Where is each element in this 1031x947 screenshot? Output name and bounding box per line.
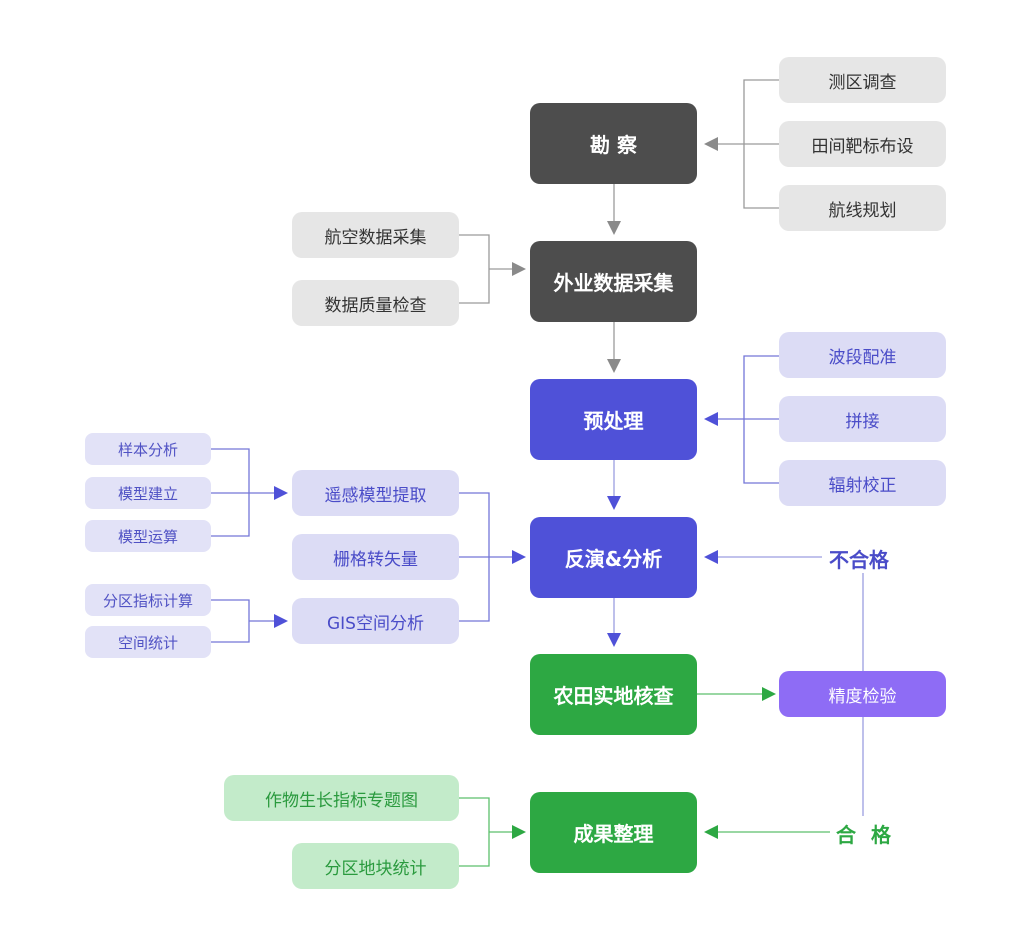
preprocessing-input-mosaic[interactable]: 拼接 [779,396,946,442]
arrow-into-inversion-top [607,496,621,510]
arrow-into-model-extraction [274,486,288,500]
arrow-into-preprocessing [704,412,718,426]
pass-label: 合 格 [836,823,895,847]
preprocessing-input-band-registration[interactable]: 波段配准 [779,332,946,378]
arrow-into-inversion-left [512,550,526,564]
arrow-into-collection-top [607,221,621,235]
collection-input-bracket [459,234,514,304]
survey-input-route-planning[interactable]: 航线规划 [779,185,946,231]
step-inversion-analysis[interactable]: 反演&分析 [530,517,697,598]
results-input-bracket [459,797,514,867]
arrow-into-fieldcheck-top [607,633,621,647]
survey-input-bracket [716,79,779,209]
preprocessing-input-radiometric-correction[interactable]: 辐射校正 [779,460,946,506]
model-input-model-computation[interactable]: 模型运算 [85,520,211,552]
collection-input-quality-check[interactable]: 数据质量检查 [292,280,459,326]
inversion-input-raster-to-vector[interactable]: 栅格转矢量 [292,534,459,580]
preprocessing-input-bracket [716,355,779,484]
inversion-input-model-extraction[interactable]: 遥感模型提取 [292,470,459,516]
arrow-into-results-left [512,825,526,839]
inversion-input-gis-analysis[interactable]: GIS空间分析 [292,598,459,644]
step-field-data-collection[interactable]: 外业数据采集 [530,241,697,322]
arrow-fail-into-inversion [704,550,718,564]
arrow-pass-into-results [704,825,718,839]
fail-label: 不合格 [829,548,889,572]
arrow-into-preprocessing-top [607,359,621,373]
inversion-input-bracket [459,492,514,622]
step-preprocessing[interactable]: 预处理 [530,379,697,460]
model-input-bracket [211,448,274,537]
survey-input-area-survey[interactable]: 测区调查 [779,57,946,103]
model-input-sample-analysis[interactable]: 样本分析 [85,433,211,465]
results-input-thematic-map[interactable]: 作物生长指标专题图 [224,775,459,821]
arrow-into-accuracy [762,687,776,701]
collection-input-aerial[interactable]: 航空数据采集 [292,212,459,258]
arrow-into-collection-left [512,262,526,276]
gis-input-spatial-statistics[interactable]: 空间统计 [85,626,211,658]
step-field-verification[interactable]: 农田实地核查 [530,654,697,735]
accuracy-check[interactable]: 精度检验 [779,671,946,717]
step-results[interactable]: 成果整理 [530,792,697,873]
results-input-plot-statistics[interactable]: 分区地块统计 [292,843,459,889]
arrow-into-gis-analysis [274,614,288,628]
gis-input-zone-index-calc[interactable]: 分区指标计算 [85,584,211,616]
arrow-into-survey [704,137,718,151]
survey-input-target-layout[interactable]: 田间靶标布设 [779,121,946,167]
gis-input-bracket [211,599,274,643]
model-input-model-building[interactable]: 模型建立 [85,477,211,509]
step-survey[interactable]: 勘 察 [530,103,697,184]
